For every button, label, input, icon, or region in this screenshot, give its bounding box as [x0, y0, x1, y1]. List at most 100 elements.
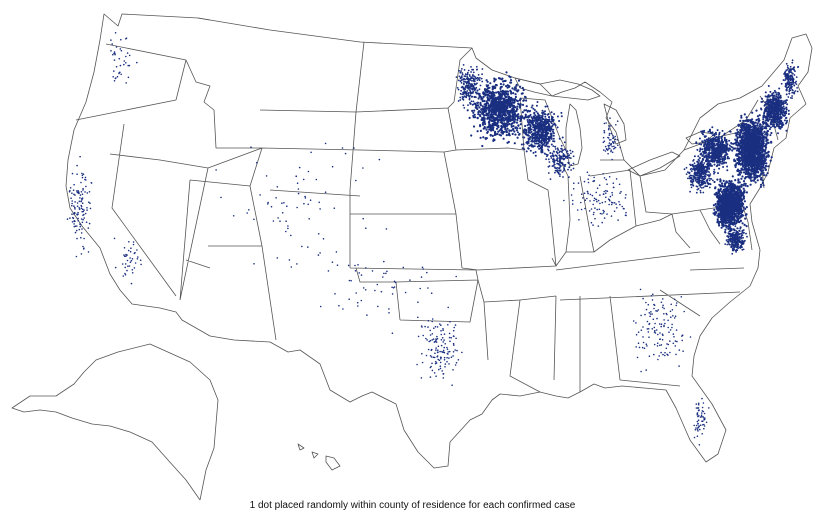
case-dot: [757, 165, 760, 168]
case-dot: [709, 183, 712, 186]
case-dot: [708, 144, 711, 147]
case-dot: [693, 172, 696, 175]
case-dot: [710, 155, 713, 158]
case-dot: [708, 156, 711, 159]
case-dot: [736, 128, 739, 131]
case-dot: [523, 109, 526, 112]
case-dot: [746, 235, 748, 238]
case-dot: [707, 146, 710, 149]
case-dot: [785, 101, 787, 104]
case-dot: [511, 107, 515, 111]
us-outline: [65, 13, 813, 469]
case-dot: [747, 129, 750, 132]
case-dot: [793, 84, 796, 87]
case-dot: [692, 184, 695, 187]
case-dot: [770, 141, 773, 144]
case-dot: [515, 121, 519, 124]
case-dot: [702, 145, 705, 148]
case-dot: [716, 214, 719, 217]
case-dot: [730, 142, 733, 144]
case-dot: [729, 210, 732, 213]
case-dot: [785, 89, 788, 91]
case-dot: [735, 249, 738, 252]
case-dot: [483, 121, 486, 124]
case-dot: [787, 83, 789, 86]
case-dot: [760, 170, 764, 173]
case-dot: [740, 158, 744, 162]
case-dot: [767, 94, 770, 97]
case-dot: [703, 135, 706, 138]
case-dot: [740, 183, 743, 186]
case-dot: [774, 108, 777, 110]
case-dot: [730, 180, 733, 183]
case-dot: [786, 69, 789, 71]
case-dot: [783, 71, 786, 74]
case-dot: [781, 122, 784, 124]
alaska-outline: [11, 343, 219, 500]
case-dot: [775, 93, 778, 96]
case-dot: [752, 168, 755, 171]
case-dot: [737, 163, 741, 166]
case-dot: [708, 154, 711, 157]
case-dot: [509, 79, 513, 82]
case-dot: [739, 212, 743, 215]
case-dot: [729, 207, 732, 210]
case-dot: [479, 104, 483, 107]
case-dot: [723, 132, 726, 135]
case-dot: [750, 140, 753, 143]
case-dot: [735, 134, 738, 137]
case-dot: [778, 87, 781, 90]
case-dot: [774, 126, 777, 129]
case-dot: [721, 221, 724, 224]
case-dot: [732, 185, 735, 188]
case-dot: [719, 185, 722, 188]
case-dot: [738, 236, 740, 238]
case-dot: [731, 252, 734, 255]
case-dot: [491, 134, 494, 137]
case-dot: [748, 157, 751, 160]
case-dot: [741, 231, 744, 234]
case-dot: [753, 141, 756, 144]
case-dot: [759, 183, 763, 186]
case-dot: [760, 100, 763, 103]
case-dot: [734, 198, 738, 201]
case-dot: [715, 211, 718, 214]
case-dot: [739, 131, 742, 134]
case-dot: [789, 71, 791, 74]
case-dot: [782, 114, 785, 117]
case-dot: [713, 168, 716, 171]
case-dot: [739, 124, 743, 127]
case-dot: [692, 178, 695, 180]
case-dot: [736, 136, 739, 139]
case-dot: [514, 133, 517, 136]
hawaii-outline: [297, 443, 341, 471]
case-dot: [500, 131, 503, 134]
case-dot: [513, 121, 516, 124]
case-dot: [747, 175, 750, 178]
case-dot: [793, 92, 796, 95]
case-dot: [709, 173, 712, 176]
case-dot: [726, 235, 729, 237]
case-dot: [761, 132, 764, 135]
case-dot: [762, 118, 765, 121]
case-dot: [775, 122, 778, 125]
case-dot: [774, 91, 777, 94]
case-dot: [759, 123, 762, 126]
case-dot: [765, 152, 768, 155]
case-dot: [504, 125, 507, 129]
case-dot: [497, 124, 500, 127]
case-dot: [752, 179, 756, 182]
case-dot: [789, 65, 792, 68]
case-dot: [727, 240, 729, 243]
case-dot: [717, 203, 720, 206]
case-dot: [509, 81, 513, 84]
case-dot: [746, 172, 749, 175]
case-dot: [735, 153, 739, 156]
case-dot: [721, 160, 724, 163]
case-dot: [718, 143, 721, 146]
case-dot: [495, 91, 498, 94]
case-dot: [510, 92, 513, 95]
case-dot: [746, 185, 749, 188]
case-dot: [704, 165, 706, 168]
case-dot: [688, 177, 691, 180]
